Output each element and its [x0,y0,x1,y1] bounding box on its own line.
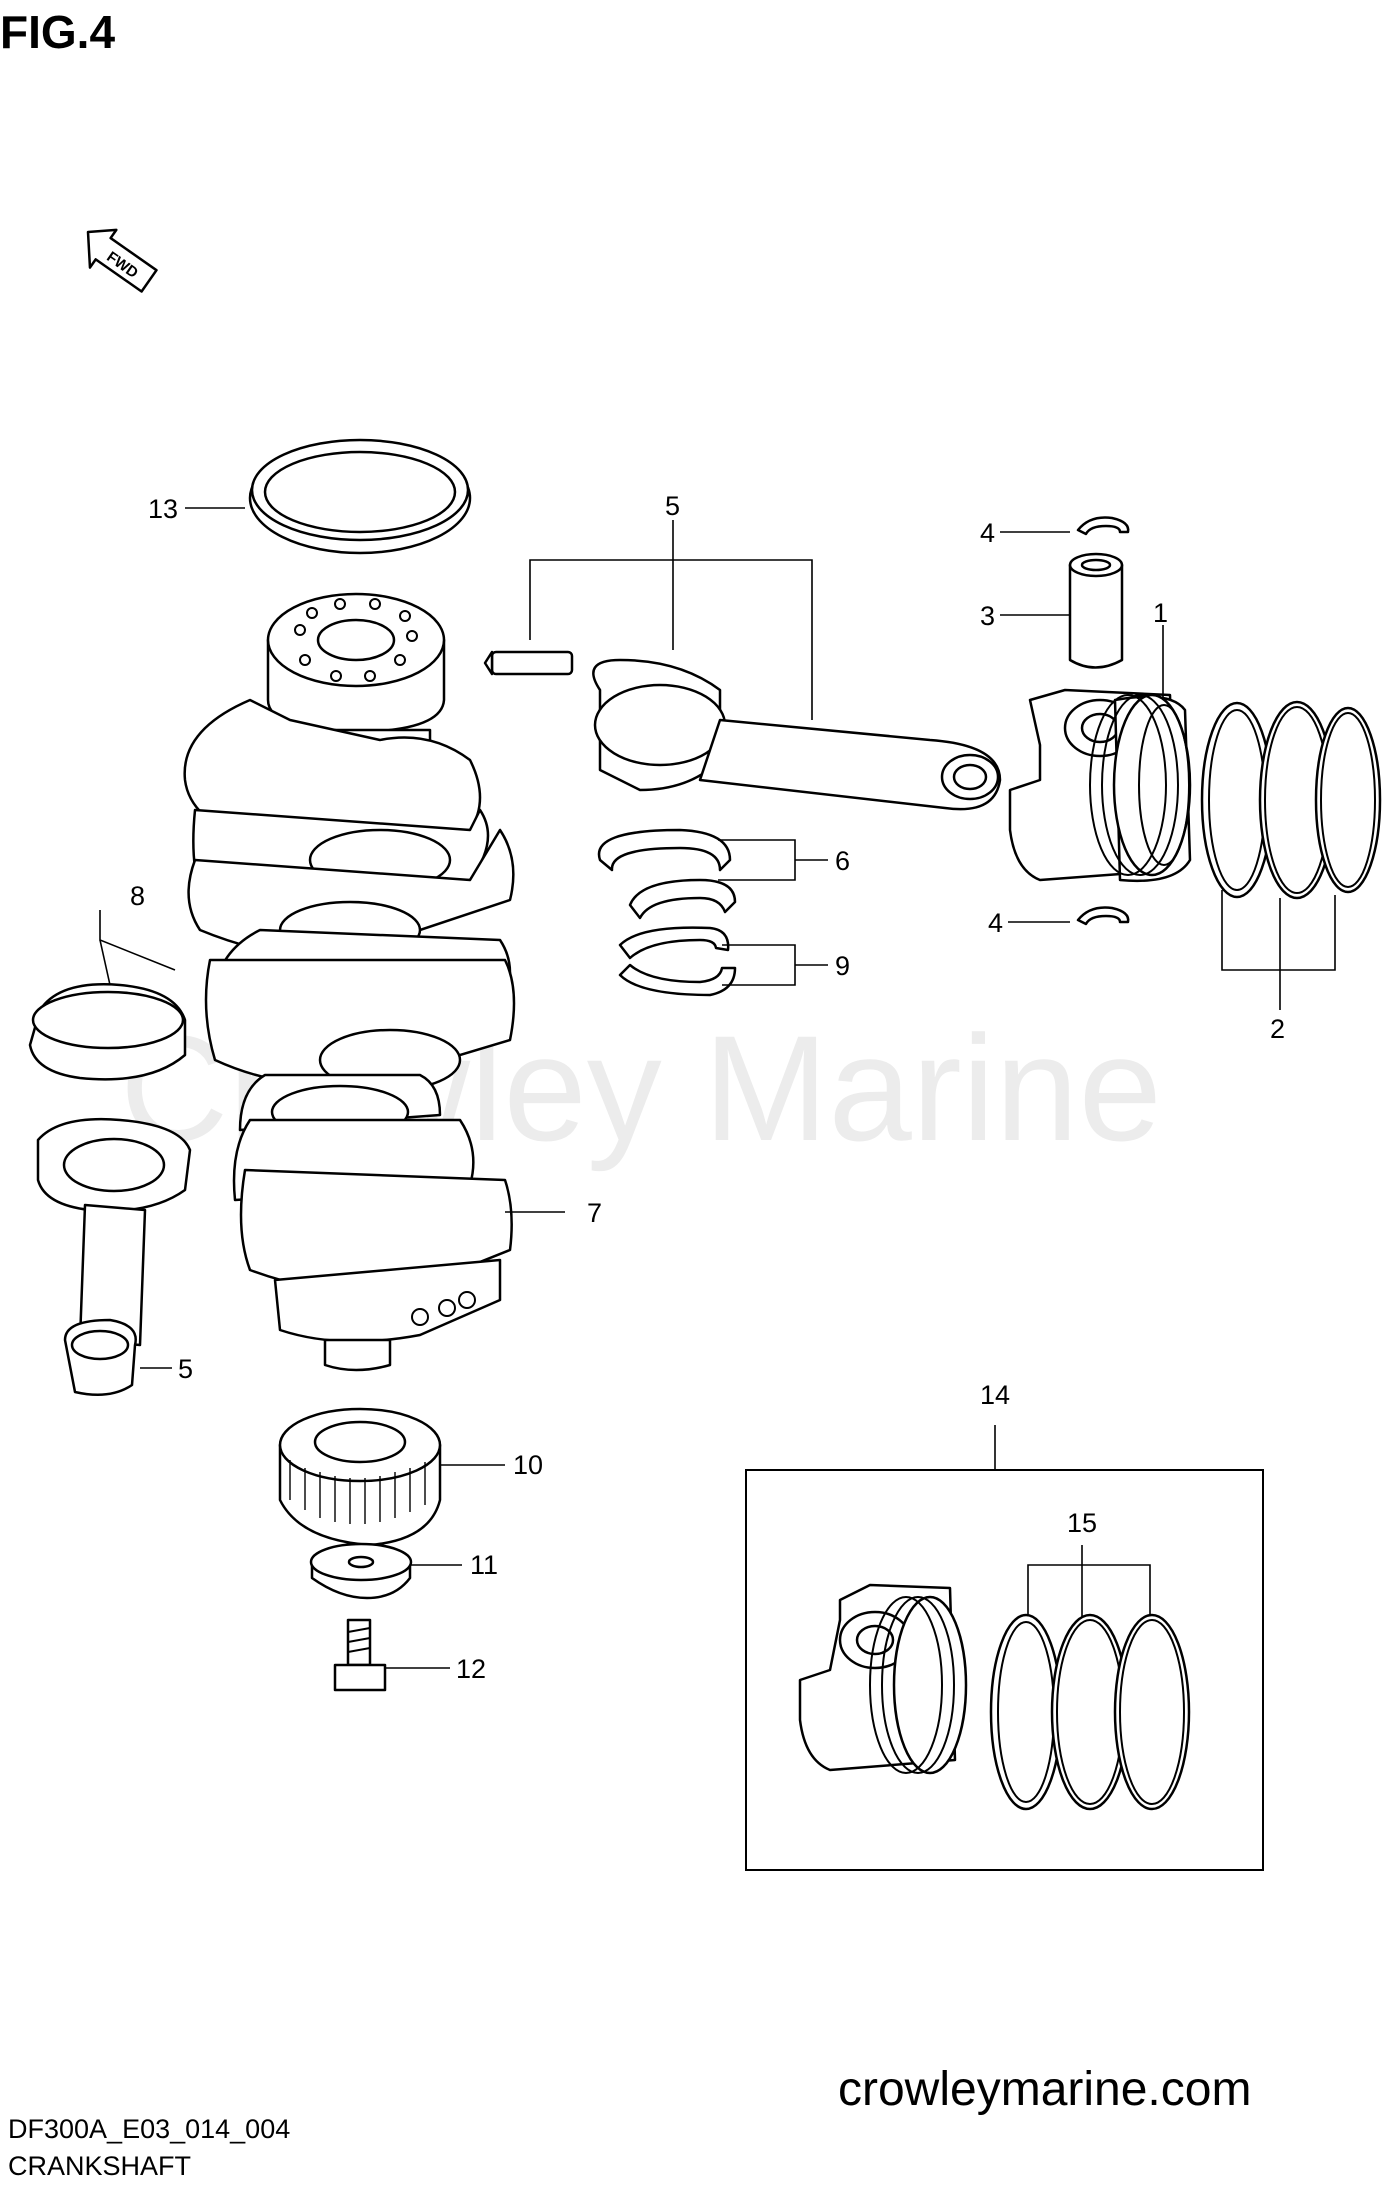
callout-11: 11 [470,1550,498,1580]
callout-9: 9 [835,951,850,981]
piston-pin [1068,552,1124,669]
callout-13: 13 [148,494,178,524]
figure-title: FIG.4 [0,6,115,58]
callout-2: 2 [1270,1014,1285,1044]
callout-4-bottom: 4 [988,908,1003,938]
callout-3: 3 [980,601,995,631]
fwd-arrow-icon: FWD [86,228,158,293]
crankshaft [183,592,516,1372]
timing-gear [278,1407,442,1547]
callout-8: 8 [130,881,145,911]
washer [309,1542,413,1600]
piston-rings [1200,700,1382,900]
callout-5-top: 5 [665,491,680,521]
callout-12: 12 [456,1654,486,1684]
callout-1: 1 [1153,598,1168,628]
callout-14: 14 [980,1380,1010,1410]
website-text: crowleymarine.com [838,2063,1251,2116]
callout-15: 15 [1067,1508,1097,1538]
crank-bolt [333,1618,387,1692]
bearing-shells-6 [597,828,737,920]
circlip-top [1076,516,1130,536]
footer-name: CRANKSHAFT [8,2151,191,2181]
piston-kit-box [745,1425,1264,1871]
thrust-bearings-9 [618,926,737,997]
callout-4-top: 4 [980,518,995,548]
circlip-bottom [1076,906,1130,926]
callout-7: 7 [587,1198,602,1228]
callout-6: 6 [835,846,850,876]
callout-10: 10 [513,1450,543,1480]
connecting-rod-lower [36,1117,192,1397]
connecting-rod-top [483,650,1002,811]
callout-5-lower: 5 [178,1354,193,1384]
oil-seal-ring [248,438,472,555]
piston [1008,688,1192,882]
bearing-8 [28,983,187,1081]
footer-code: DF300A_E03_014_004 [8,2114,290,2144]
